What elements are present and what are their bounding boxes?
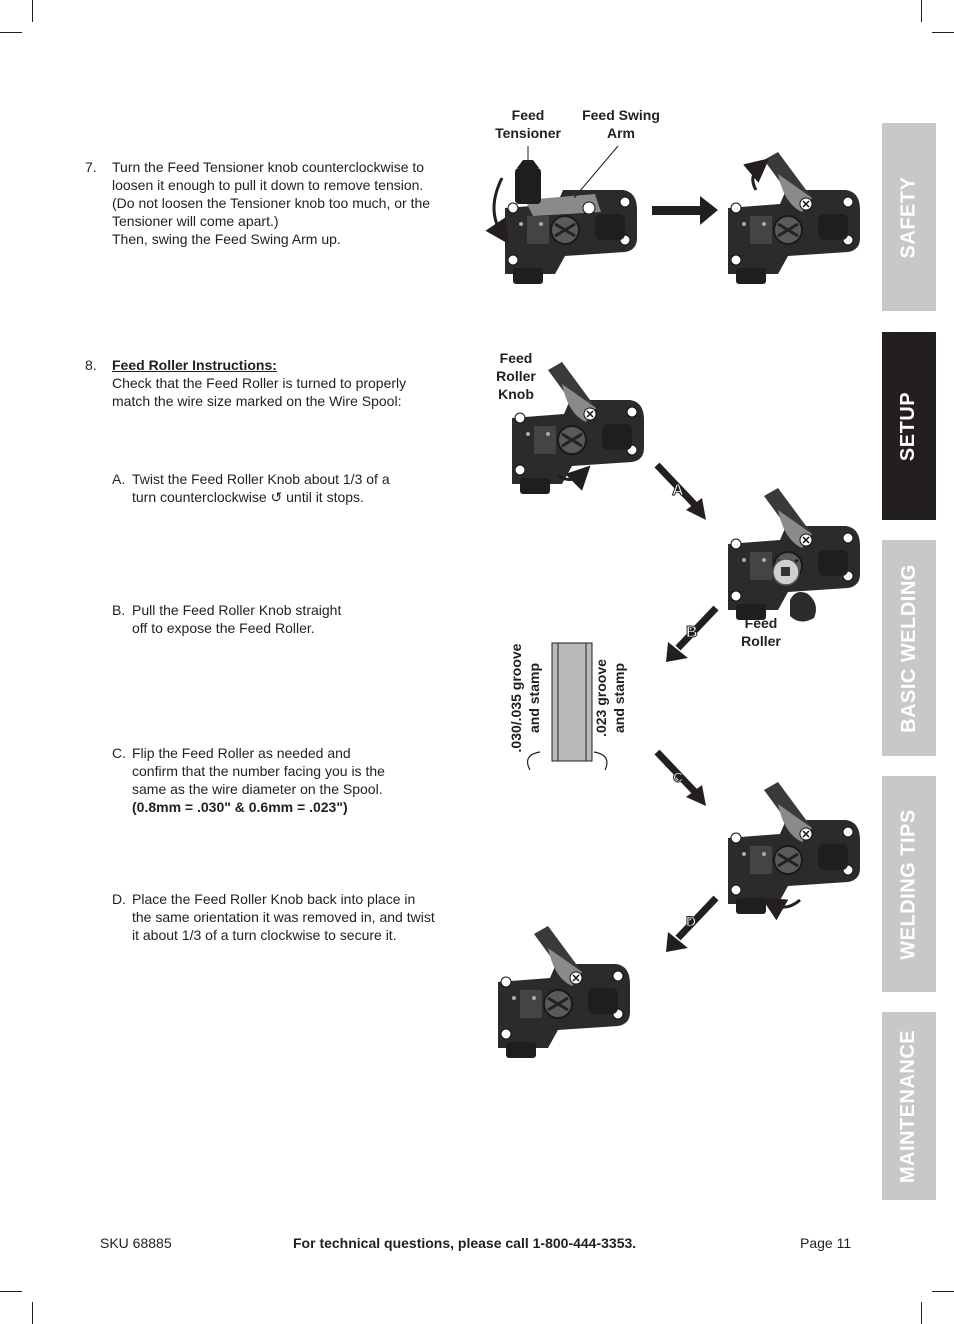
mechanism-illustration: [726, 487, 862, 622]
mechanism-illustration: [726, 151, 862, 286]
mechanism-illustration: [503, 160, 639, 286]
substep-text: turn counterclockwise ↺ until it stops.: [132, 489, 364, 505]
step-text: Check that the Feed Roller is turned to …: [112, 375, 407, 391]
label-feed-tensioner: Feed Tensioner: [488, 106, 568, 142]
tab-welding-tips[interactable]: WELDING TIPS: [882, 776, 936, 992]
label-feed-roller-knob: Feed Roller Knob: [486, 349, 546, 403]
tab-setup[interactable]: SETUP: [882, 332, 936, 520]
crop-mark: [932, 32, 954, 33]
substep-text: Place the Feed Roller Knob back into pla…: [132, 891, 416, 907]
arrow-label-a: A: [672, 482, 685, 500]
crop-mark: [0, 1291, 22, 1292]
rotate-arrow-icon: [743, 158, 770, 191]
tab-basic-welding[interactable]: BASIC WELDING: [882, 540, 936, 756]
crop-mark: [932, 1291, 954, 1292]
label-line: Tensioner: [495, 125, 561, 141]
leader-line: [573, 145, 619, 199]
crop-mark: [921, 0, 922, 22]
label-line: Knob: [498, 386, 534, 402]
tab-label: MAINTENANCE: [897, 1029, 920, 1183]
substep-note: (0.8mm = .030" & 0.6mm = .023"): [132, 799, 348, 815]
label-line: and stamp: [526, 663, 542, 734]
step-text: Then, swing the Feed Swing Arm up.: [112, 231, 341, 247]
substep-text: same as the wire diameter on the Spool.: [132, 781, 383, 797]
substep-text: Twist the Feed Roller Knob about 1/3 of …: [132, 471, 390, 487]
substep-body: Flip the Feed Roller as needed and confi…: [132, 744, 472, 816]
label-line: Roller: [741, 633, 781, 649]
substep-text: off to expose the Feed Roller.: [132, 620, 315, 636]
label-line: Feed Swing: [582, 107, 660, 123]
substep-text: it about 1/3 of a turn clockwise to secu…: [132, 927, 397, 943]
label-line: .023 groove: [593, 659, 609, 737]
footer-tech-line: For technical questions, please call 1-8…: [293, 1235, 637, 1251]
knob-icon: [790, 592, 816, 622]
arrow-label-c: C: [672, 769, 684, 786]
label-line: Feed: [744, 615, 778, 631]
substep-text: Flip the Feed Roller as needed and: [132, 745, 351, 761]
substep-body: Pull the Feed Roller Knob straight off t…: [132, 601, 472, 637]
label-line: Arm: [606, 125, 635, 141]
crop-mark: [32, 0, 33, 22]
arrow-label-d: D: [685, 913, 697, 930]
substep-letter: D.: [112, 891, 126, 907]
tab-maintenance[interactable]: MAINTENANCE: [882, 1012, 936, 1200]
step-number: 7.: [85, 159, 97, 175]
label-line: Feed: [499, 350, 533, 366]
substep-letter: B.: [112, 602, 126, 618]
tab-label: SETUP: [897, 391, 920, 461]
substep-body: Twist the Feed Roller Knob about 1/3 of …: [132, 470, 472, 506]
step-text: Tensioner will come apart.): [112, 213, 279, 229]
label-line: .030/.035 groove: [508, 643, 524, 753]
label-line: and stamp: [611, 663, 627, 734]
rotate-arrow-icon: [557, 465, 591, 491]
label-groove-023: .023 groove and stamp: [592, 638, 628, 758]
crop-mark: [0, 32, 22, 33]
tab-safety[interactable]: SAFETY: [882, 123, 936, 311]
step-body: Feed Roller Instructions: Check that the…: [112, 356, 472, 410]
step-heading: Feed Roller Instructions:: [112, 357, 277, 373]
arrow-label-b: B: [686, 624, 699, 642]
right-arrow-icon: [652, 196, 718, 225]
substep-text: the same orientation it was removed in, …: [132, 909, 435, 925]
substep-body: Place the Feed Roller Knob back into pla…: [132, 890, 472, 944]
substep-text: confirm that the number facing you is th…: [132, 763, 385, 779]
step-text: (Do not loosen the Tensioner knob too mu…: [112, 195, 431, 211]
mechanism-illustration: [496, 925, 632, 1060]
label-line: Feed: [511, 107, 545, 123]
label-groove-030: .030/.035 groove and stamp: [507, 633, 543, 763]
footer-sku: SKU 68885: [100, 1235, 172, 1251]
footer-page-number: Page 11: [800, 1235, 852, 1251]
tab-label: BASIC WELDING: [897, 563, 920, 733]
step-text: match the wire size marked on the Wire S…: [112, 393, 402, 409]
label-feed-swing-arm: Feed Swing Arm: [574, 106, 668, 142]
substep-letter: A.: [112, 471, 126, 487]
step-text: Turn the Feed Tensioner knob countercloc…: [112, 159, 425, 175]
step-body: Turn the Feed Tensioner knob countercloc…: [112, 158, 472, 248]
label-feed-roller: Feed Roller: [731, 614, 791, 650]
substep-letter: C.: [112, 745, 126, 761]
tab-label: SAFETY: [897, 176, 920, 258]
crop-mark: [921, 1302, 922, 1324]
substep-text: Pull the Feed Roller Knob straight: [132, 602, 342, 618]
label-line: Roller: [496, 368, 536, 384]
rotate-arrow-icon: [761, 898, 801, 921]
step-text: loosen it enough to pull it down to remo…: [112, 177, 424, 193]
crop-mark: [32, 1302, 33, 1324]
mechanism-illustration: [726, 781, 862, 916]
step-number: 8.: [85, 357, 97, 373]
tab-label: WELDING TIPS: [897, 808, 920, 960]
rotate-arrow-icon: [485, 177, 509, 244]
